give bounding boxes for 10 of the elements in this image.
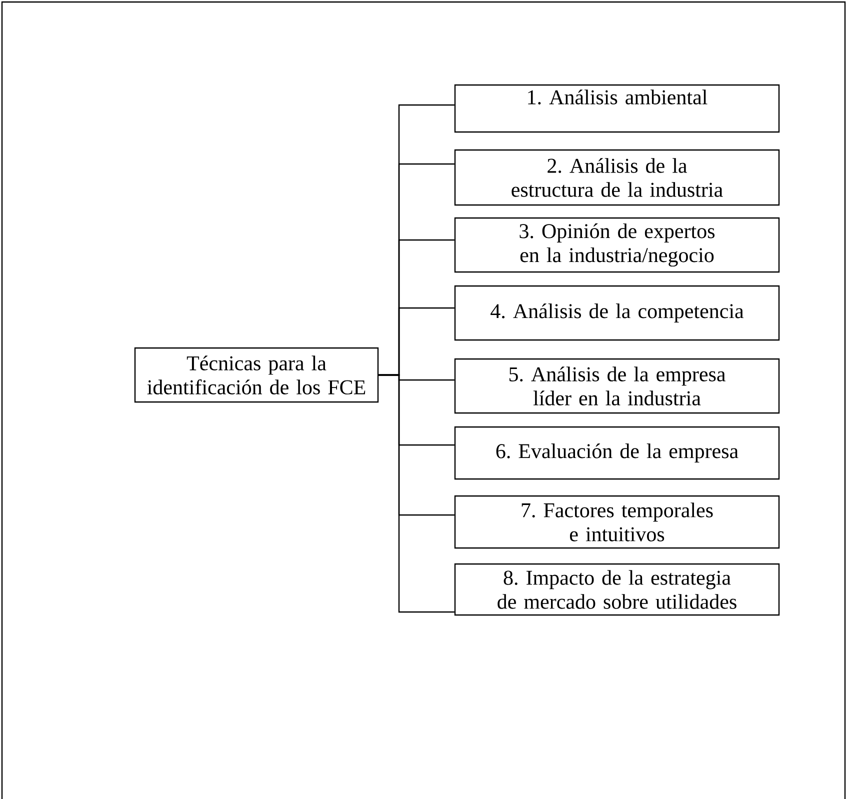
text-box: 4. Análisis de la competencia xyxy=(454,285,780,341)
text-box: 1. Análisis ambiental xyxy=(454,84,780,133)
text-box: Técnicas para la identificación de los FCE xyxy=(134,347,379,403)
text-box: 5. Análisis de la empresa líder en la industria xyxy=(454,358,780,414)
text-box: 8. Impacto de la estrategia de mercado sobre utilidades xyxy=(454,563,780,616)
text-box: 6. Evaluación de la empresa xyxy=(454,426,780,480)
text-box: 3. Opinión de expertos en la industria/negocio xyxy=(454,217,780,273)
text-box: 2. Análisis de la estructura de la industria xyxy=(454,149,780,206)
connector xyxy=(378,374,454,613)
text-box: 7. Factores temporales e intuitivos xyxy=(454,495,780,549)
